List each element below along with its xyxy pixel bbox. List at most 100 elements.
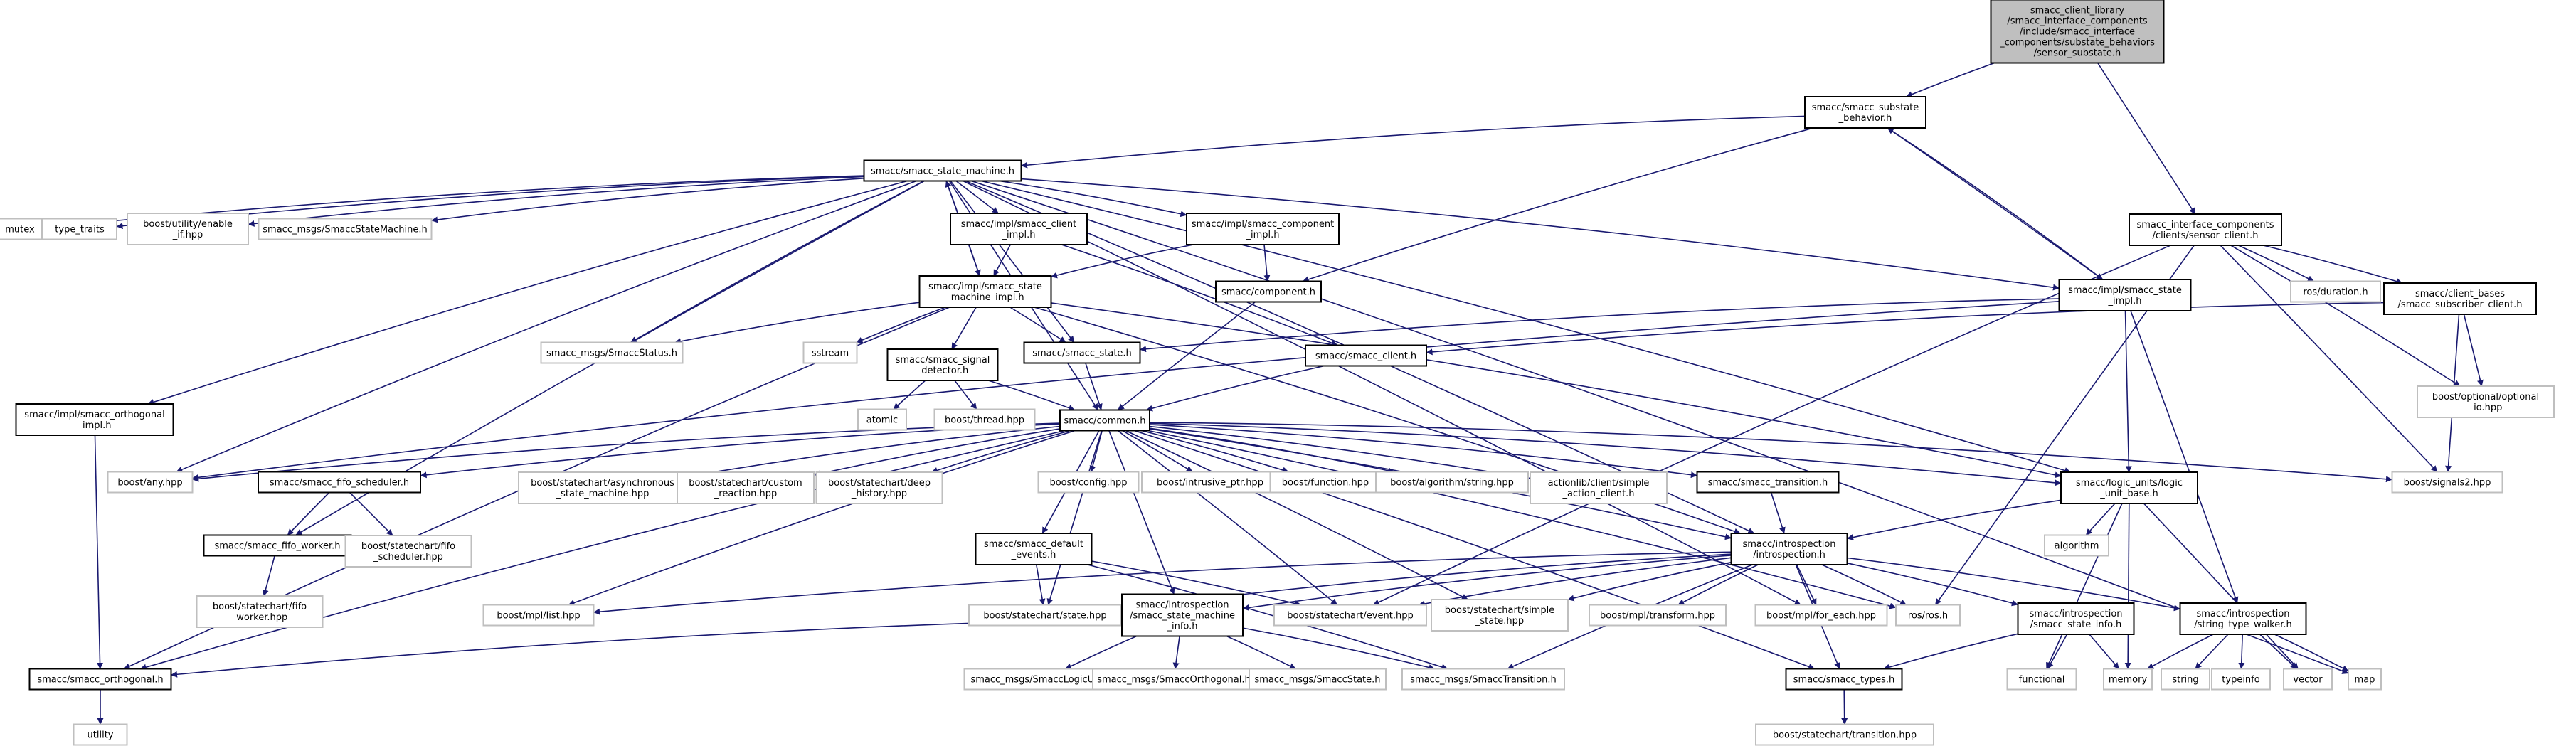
- node-simple-action: actionlib/client/simple_action_client.h: [1530, 471, 1668, 504]
- node-label-line: algorithm: [2055, 541, 2099, 552]
- node-label-line: smacc/impl/smacc_state: [928, 282, 1042, 292]
- node-root[interactable]: smacc_client_library/smacc_interface_com…: [1990, 0, 2165, 64]
- node-logic-unit[interactable]: smacc/logic_units/logic_unit_base.h: [2060, 471, 2198, 504]
- node-box: [1305, 344, 1427, 367]
- edge-common-to-mpl-list: [568, 430, 1076, 606]
- node-box: [1755, 723, 1934, 746]
- node-label-line: smacc/impl/smacc_state: [2068, 285, 2182, 296]
- node-box: [950, 213, 1088, 245]
- node-orthogonal[interactable]: smacc/smacc_orthogonal.h: [28, 668, 172, 691]
- node-label-line: /sensor_substate.h: [2034, 48, 2121, 59]
- edge-type-walker-to-vector: [2259, 634, 2298, 670]
- node-box: [1037, 471, 1140, 494]
- edge-subscriber-client-to-smacc-client: [1426, 302, 2385, 356]
- edge-ssm-to-map: [971, 180, 2349, 674]
- node-smacc-client[interactable]: smacc/smacc_client.h: [1305, 344, 1427, 367]
- edge-sensor-client-to-event-hpp: [1372, 245, 2171, 606]
- node-introspection[interactable]: smacc/introspection/introspection.h: [1730, 533, 1848, 565]
- edge-common-to-config: [1089, 430, 1103, 472]
- node-sm-info[interactable]: smacc/introspection/smacc_state_machine_…: [1121, 593, 1244, 637]
- node-component[interactable]: smacc/component.h: [1215, 280, 1322, 303]
- edge-component-impl-to-component: [1263, 244, 1271, 282]
- edge-common-to-smacc-transition: [1149, 424, 1697, 479]
- node-label-line: boost/function.hpp: [1282, 478, 1369, 489]
- node-ssm-impl[interactable]: smacc/impl/smacc_state_machine_impl.h: [918, 275, 1052, 308]
- node-label-line: /smacc_state_info.h: [2030, 619, 2122, 630]
- node-signal-detector[interactable]: smacc/smacc_signal_detector.h: [886, 348, 999, 381]
- node-label-line: sstream: [812, 348, 849, 359]
- node-box: [2060, 471, 2198, 504]
- node-label-line: _reaction.hpp: [714, 489, 777, 499]
- node-label-line: smacc_msgs/SmaccStatus.h: [546, 348, 677, 359]
- node-box: [1589, 604, 1727, 627]
- edge-state-info-to-smacc-types: [1883, 633, 2018, 671]
- node-sensor-client[interactable]: smacc_interface_components/clients/senso…: [2129, 213, 2282, 246]
- edge-common-to-event-hpp: [1117, 430, 1338, 606]
- node-label-line: boost/statechart/deep: [828, 478, 931, 489]
- node-smacc-state[interactable]: smacc/smacc_state.h: [1023, 341, 1141, 364]
- node-box: [28, 668, 172, 691]
- node-fifo-sched[interactable]: smacc/smacc_fifo_scheduler.h: [258, 471, 421, 494]
- edge-ssm-to-component-impl: [999, 180, 1187, 218]
- node-custom-reaction: boost/statechart/custom_reaction.hpp: [677, 471, 815, 504]
- node-smacc-types[interactable]: smacc/smacc_types.h: [1785, 668, 1903, 691]
- node-fifo-worker[interactable]: smacc/smacc_fifo_worker.h: [203, 534, 352, 557]
- node-subscriber-client[interactable]: smacc/client_bases/smacc_subscriber_clie…: [2383, 282, 2537, 315]
- node-client-impl[interactable]: smacc/impl/smacc_client_impl.h: [950, 213, 1088, 245]
- node-state-info[interactable]: smacc/introspection/smacc_state_info.h: [2017, 602, 2135, 635]
- node-box: [127, 213, 249, 245]
- edge-default-events-to-event-hpp: [1091, 560, 1302, 607]
- node-label-line: actionlib/client/simple: [1548, 478, 1650, 489]
- node-label-line: boost/config.hpp: [1049, 478, 1127, 489]
- node-ssm[interactable]: smacc/smacc_state_machine.h: [863, 159, 1022, 182]
- edge-ssm-impl-to-smacc-state: [1009, 307, 1066, 343]
- node-box: [196, 595, 324, 628]
- node-label-line: smacc/smacc_fifo_worker.h: [214, 541, 340, 552]
- node-default-events[interactable]: smacc/smacc_default_events.h: [975, 533, 1093, 565]
- node-label-line: _impl.h: [1245, 230, 1279, 240]
- edge-common-to-sm-info: [1108, 430, 1175, 595]
- node-label-line: boost/algorithm/string.hpp: [1390, 478, 1514, 489]
- edge-ssm-to-any: [176, 180, 917, 473]
- node-label-line: smacc/impl/smacc_client: [961, 219, 1077, 230]
- node-label-line: boost/thread.hpp: [945, 415, 1024, 426]
- node-smacc-transition[interactable]: smacc/smacc_transition.h: [1696, 471, 1840, 494]
- node-label-line: /string_type_walker.h: [2194, 619, 2292, 630]
- node-box: [2348, 668, 2382, 691]
- edge-ssm-to-state-impl: [1021, 178, 2060, 291]
- edge-component-impl-to-ssm-impl: [1051, 244, 1194, 279]
- node-box: [918, 275, 1052, 308]
- edge-introspection-to-simple-state: [1567, 561, 1732, 602]
- node-ros-duration: ros/duration.h: [2290, 280, 2381, 303]
- edge-introspection-to-sm-info: [1242, 555, 1732, 611]
- edge-signal-detector-to-atomic: [893, 380, 926, 410]
- edge-root-to-sub-beh: [1906, 62, 1995, 97]
- node-box: [518, 471, 687, 504]
- edge-introspection-to-mpl-transform: [1677, 564, 1759, 606]
- node-memory: memory: [2103, 668, 2153, 691]
- node-common[interactable]: smacc/common.h: [1059, 409, 1150, 432]
- node-sub-beh[interactable]: smacc/smacc_substate_behavior.h: [1804, 96, 1926, 129]
- node-label-line: smacc/smacc_substate: [1812, 102, 1919, 113]
- node-box: [1121, 593, 1244, 637]
- edge-ssm-impl-to-sstream: [856, 307, 946, 343]
- node-function: boost/function.hpp: [1269, 471, 1382, 494]
- node-component-impl[interactable]: smacc/impl/smacc_component_impl.h: [1186, 213, 1340, 245]
- node-mpl-for-each: boost/mpl/for_each.hpp: [1754, 604, 1888, 627]
- node-state-impl[interactable]: smacc/impl/smacc_state_impl.h: [2058, 279, 2192, 311]
- edge-signal-detector-to-common: [988, 380, 1076, 411]
- edge-ssm-to-enable-if: [248, 176, 864, 227]
- node-label-line: /smacc_interface_components: [2007, 16, 2148, 27]
- node-config: boost/config.hpp: [1037, 471, 1140, 494]
- edge-common-to-custom-reaction: [813, 428, 1061, 477]
- edge-logic-unit-to-algorithm: [2085, 503, 2116, 536]
- node-box: [15, 403, 174, 436]
- node-orthogonal-impl[interactable]: smacc/impl/smacc_orthogonal_impl.h: [15, 403, 174, 436]
- node-label-line: smacc/impl/smacc_orthogonal: [24, 410, 164, 420]
- node-label-line: smacc/smacc_client.h: [1315, 351, 1416, 362]
- node-simple-state: boost/statechart/simple_state.hpp: [1431, 599, 1569, 632]
- node-type-walker[interactable]: smacc/introspection/string_type_walker.h: [2179, 602, 2307, 635]
- node-box: [677, 471, 815, 504]
- node-box: [1895, 604, 1961, 627]
